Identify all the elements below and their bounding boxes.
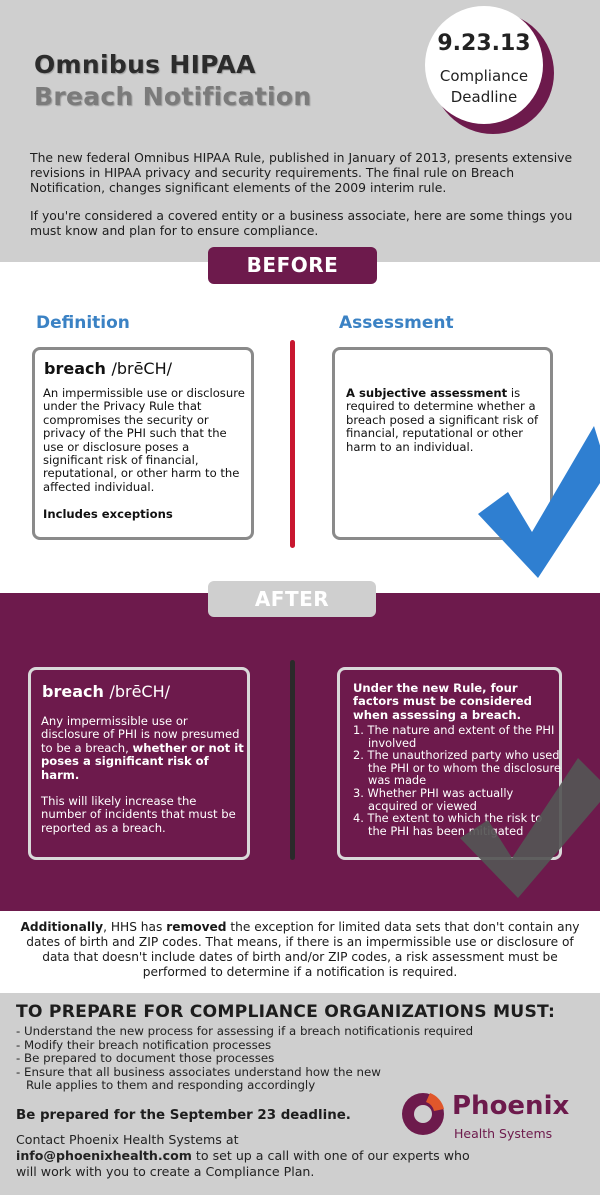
after-breach-pronunciation: /brēCH/ xyxy=(109,682,171,701)
after-definition-impact: This will likely increase the number of … xyxy=(41,794,236,835)
checkmark-gray-icon xyxy=(460,758,600,898)
prepare-list: - Understand the new process for assessi… xyxy=(16,1024,556,1093)
page-title-line1: Omnibus HIPAA xyxy=(34,50,256,79)
factor-item: 1. The nature and extent of the PHI invo… xyxy=(353,723,555,750)
assessment-heading: Assessment xyxy=(339,313,454,333)
before-label: BEFORE xyxy=(208,247,377,284)
phoenix-logo-icon xyxy=(402,1093,444,1135)
definition-note: Includes exceptions xyxy=(43,507,173,521)
before-definition-box: breach /brēCH/ An impermissible use or d… xyxy=(32,347,254,540)
additionally-text1: , HHS has xyxy=(103,920,167,934)
after-breach-term: breach /brēCH/ xyxy=(42,682,170,701)
intro-paragraph-1: The new federal Omnibus HIPAA Rule, publ… xyxy=(30,150,573,195)
definition-heading: Definition xyxy=(36,313,130,333)
checkmark-blue-icon xyxy=(478,426,600,578)
after-factors-box: Under the new Rule, four factors must be… xyxy=(337,667,562,860)
prepare-section xyxy=(0,993,600,1195)
additionally-text2: the exception for limited data sets that… xyxy=(26,920,580,979)
contact-text2: to set up a call with one of our experts… xyxy=(16,1148,470,1179)
additionally-bold: Additionally xyxy=(20,920,104,934)
logo-subtitle: Health Systems xyxy=(454,1126,553,1141)
after-definition-text: Any impermissible use or disclosure of P… xyxy=(41,714,245,782)
breach-pronunciation: /brēCH/ xyxy=(111,359,173,378)
divider-dark xyxy=(290,660,295,860)
factors-heading: Under the new Rule, four factors must be… xyxy=(353,681,532,722)
divider-red xyxy=(290,340,295,548)
badge-date: 9.23.13 xyxy=(437,31,531,56)
contact-text1: Contact Phoenix Health Systems at xyxy=(16,1132,239,1147)
factor-item: 2. The unauthorized party who used the P… xyxy=(353,748,561,788)
intro-paragraph-2: If you're considered a covered entity or… xyxy=(30,208,573,238)
additionally-paragraph: Additionally, HHS has removed the except… xyxy=(16,920,584,980)
deadline-callout: Be prepared for the September 23 deadlin… xyxy=(16,1108,351,1123)
factor-item: 3. Whether PHI was actually acquired or … xyxy=(353,785,514,813)
page-title-line2: Breach Notification xyxy=(34,82,312,111)
logo-name: Phoenix xyxy=(452,1091,570,1121)
after-def-bold: whether or not it poses a significant ri… xyxy=(41,740,244,782)
badge-label-deadline: Deadline xyxy=(450,88,518,106)
prepare-heading: TO PREPARE FOR COMPLIANCE ORGANIZATIONS … xyxy=(16,1002,556,1022)
assessment-bold: A subjective assessment xyxy=(346,386,508,400)
badge-label-compliance: Compliance xyxy=(439,67,529,85)
breach-term: breach /brēCH/ xyxy=(44,359,172,378)
after-breach-word: breach xyxy=(42,682,104,701)
deadline-badge: 9.23.13 Compliance Deadline xyxy=(425,6,543,124)
removed-bold: removed xyxy=(166,920,227,934)
prepare-item: - Ensure that all business associates un… xyxy=(16,1064,381,1093)
prepare-item: - Understand the new process for assessi… xyxy=(16,1024,474,1038)
assessment-text: A subjective assessment is required to d… xyxy=(346,386,546,454)
contact-email-link[interactable]: info@phoenixhealth.com xyxy=(16,1148,192,1163)
prepare-item: - Be prepared to document those processe… xyxy=(16,1051,275,1066)
after-definition-box: breach /brēCH/ Any impermissible use or … xyxy=(28,667,250,860)
breach-word: breach xyxy=(44,359,106,378)
definition-text: An impermissible use or disclosure under… xyxy=(43,386,245,494)
after-def-text1: Any impermissible use or disclosure of P… xyxy=(41,714,240,755)
assessment-rest: is required to determine whether a breac… xyxy=(346,386,539,454)
after-label: AFTER xyxy=(208,581,376,617)
prepare-item: - Modify their breach notification proce… xyxy=(16,1037,272,1052)
